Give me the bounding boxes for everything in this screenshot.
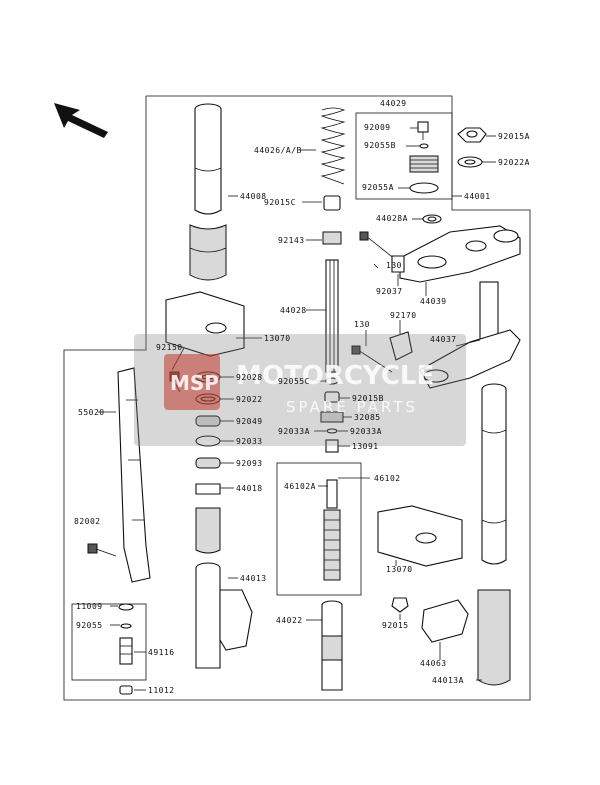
oring-92055A <box>409 182 439 194</box>
label-13070-upper: 13070 <box>264 334 291 343</box>
damper-rod-44028 <box>325 259 339 373</box>
oring-92055 <box>120 623 132 629</box>
label-44037: 44037 <box>430 335 457 344</box>
nut-92015A <box>457 127 487 143</box>
label-44039: 44039 <box>420 297 447 306</box>
label-44013A: 44013A <box>432 676 464 685</box>
label-92170: 92170 <box>390 311 417 320</box>
label-92055C: 92055C <box>278 377 310 386</box>
collar-92015C <box>323 195 341 211</box>
label-92143: 92143 <box>278 236 305 245</box>
valve-kit-box <box>71 603 147 681</box>
label-92022A: 92022A <box>498 158 530 167</box>
bracket-92170 <box>389 331 413 361</box>
cap-kit-box <box>355 112 453 200</box>
bottom-tube-44022 <box>321 600 343 691</box>
label-92055: 92055 <box>76 621 103 630</box>
label-44028A: 44028A <box>376 214 408 223</box>
fork-spring-44026 <box>320 107 346 185</box>
label-32085: 32085 <box>354 413 381 422</box>
clamp-13070-lower <box>377 505 463 567</box>
label-130-upper: 130 <box>386 261 402 270</box>
label-92150: 92150 <box>156 343 183 352</box>
label-92022: 92022 <box>236 395 263 404</box>
label-92037: 92037 <box>376 287 403 296</box>
bracket-92037 <box>391 255 405 273</box>
bushing-92093 <box>195 457 221 469</box>
label-46102: 46102 <box>374 474 401 483</box>
clip-92033A <box>326 428 338 434</box>
label-44018: 44018 <box>236 484 263 493</box>
label-55020: 55020 <box>78 408 105 417</box>
fork-guard-55020 <box>117 367 151 583</box>
washer-44028A <box>422 214 442 224</box>
nut-92015 <box>391 597 409 613</box>
label-44063: 44063 <box>420 659 447 668</box>
washer-92022A <box>457 156 483 168</box>
label-92028: 92028 <box>236 373 263 382</box>
front-direction-arrow-icon <box>54 103 108 138</box>
fork-leg-44013 <box>195 507 253 669</box>
watermark: MSP MOTORCYCLE SPARE PARTS <box>134 334 466 446</box>
stem-44037 <box>419 281 521 389</box>
group-frame <box>63 95 531 701</box>
collar-92015B <box>324 391 340 403</box>
label-44026: 44026/A/B <box>254 146 302 155</box>
clamp-13070-upper <box>165 291 245 357</box>
part-labels: 44029 92009 92055B 92055A 44026/A/B 4400… <box>74 99 530 695</box>
holder-44063 <box>421 599 469 643</box>
label-44029: 44029 <box>380 99 407 108</box>
label-92015: 92015 <box>382 621 409 630</box>
label-130-lower: 130 <box>354 320 370 329</box>
seal-44018 <box>195 483 221 495</box>
label-44022: 44022 <box>276 616 303 625</box>
label-92049: 92049 <box>236 417 263 426</box>
watermark-sub: SPARE PARTS <box>286 398 418 416</box>
cartridge-46102 <box>323 479 341 581</box>
fork-cap-44029 <box>409 155 439 173</box>
label-44001: 44001 <box>464 192 491 201</box>
damper-kit-box <box>276 462 362 596</box>
label-92033: 92033 <box>236 437 263 446</box>
label-44028: 44028 <box>280 306 307 315</box>
spacer-92143 <box>322 231 342 245</box>
label-92093: 92093 <box>236 459 263 468</box>
label-11009: 11009 <box>76 602 103 611</box>
label-92033A-left: 92033A <box>278 427 310 436</box>
label-92015B: 92015B <box>352 394 384 403</box>
label-92015A: 92015A <box>498 132 530 141</box>
oring-92055B <box>419 143 429 149</box>
label-82002: 82002 <box>74 517 101 526</box>
valve-49116 <box>119 637 133 665</box>
cap-11012 <box>119 685 133 695</box>
bolt-130-lower <box>351 345 393 373</box>
label-49116: 49116 <box>148 648 175 657</box>
label-92055A: 92055A <box>362 183 394 192</box>
label-92055B: 92055B <box>364 141 396 150</box>
label-92015C: 92015C <box>264 198 296 207</box>
bolt-130-upper <box>359 231 397 261</box>
label-44013: 44013 <box>240 574 267 583</box>
cap-bolt-92009 <box>417 121 429 140</box>
label-13091: 13091 <box>352 442 379 451</box>
label-92033A-right: 92033A <box>350 427 382 436</box>
watermark-logo <box>164 354 220 410</box>
leader-lines <box>98 127 496 691</box>
ring-32085 <box>320 411 344 423</box>
gasket-11009 <box>118 603 134 611</box>
label-44008: 44008 <box>240 192 267 201</box>
outer-tube-44008 <box>189 103 227 281</box>
label-11012: 11012 <box>148 686 175 695</box>
label-13070-lower: 13070 <box>386 565 413 574</box>
label-46102A: 46102A <box>284 482 316 491</box>
label-92009: 92009 <box>364 123 391 132</box>
upper-clamp-44039 <box>399 225 521 283</box>
watermark-brand: MOTORCYCLE <box>236 361 434 391</box>
watermark-logo-text: MSP <box>170 371 219 395</box>
fork-leg-44013A <box>477 383 511 686</box>
bolt-82002 <box>87 543 117 557</box>
